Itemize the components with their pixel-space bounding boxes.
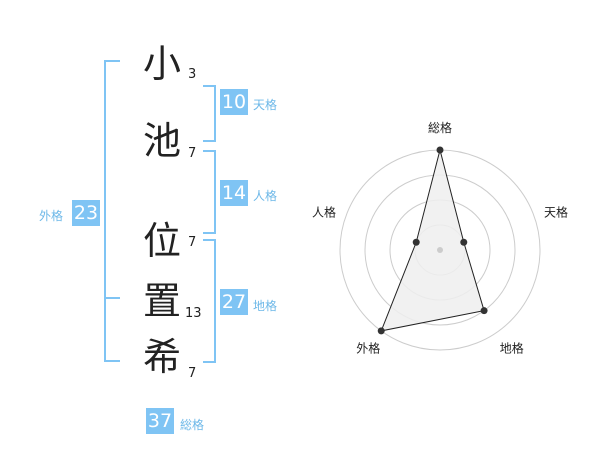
jinkaku-bracket — [203, 150, 216, 234]
stroke-count-5: 7 — [188, 366, 197, 381]
gaikaku-value: 23 — [72, 200, 100, 226]
jinkaku-label: 人格 — [253, 189, 278, 203]
radar-center — [437, 247, 443, 253]
gaikaku-bracket — [104, 60, 120, 362]
gaikaku-label: 外格 — [39, 209, 64, 223]
radar-axis-label-5: 人格 — [312, 204, 336, 219]
chikaku-bracket — [203, 239, 216, 363]
tenkaku-label: 天格 — [253, 98, 278, 112]
stroke-count-4: 13 — [185, 306, 202, 321]
radar-polygon — [380, 149, 485, 332]
stroke-count-1: 3 — [188, 67, 197, 82]
name-char-5: 希 — [143, 335, 182, 379]
radar-axis-label-4: 外格 — [356, 341, 380, 356]
stroke-count-3: 7 — [188, 235, 197, 250]
radar-point-3 — [480, 307, 488, 315]
radar-axis-label-2: 天格 — [544, 204, 568, 219]
name-char-3: 位 — [143, 219, 182, 263]
name-char-2: 池 — [143, 119, 182, 163]
radar-point-5 — [412, 238, 420, 246]
chikaku-value: 27 — [220, 289, 248, 315]
name-char-4: 置 — [143, 279, 182, 323]
radar-point-1 — [436, 146, 444, 154]
tenkaku-bracket — [203, 85, 216, 142]
jinkaku-value: 14 — [220, 180, 248, 206]
radar-point-2 — [460, 238, 468, 246]
soukaku-value: 37 — [146, 408, 174, 434]
name-char-1: 小 — [143, 42, 182, 86]
soukaku-label: 総格 — [180, 418, 205, 432]
gaikaku-bracket-tick — [106, 297, 120, 299]
tenkaku-value: 10 — [220, 89, 248, 115]
radar-axis-label-1: 総格 — [428, 120, 452, 135]
stroke-count-2: 7 — [188, 146, 197, 161]
radar-axis-label-3: 地格 — [500, 341, 524, 356]
radar-point-4 — [377, 327, 385, 335]
chikaku-label: 地格 — [253, 299, 278, 313]
